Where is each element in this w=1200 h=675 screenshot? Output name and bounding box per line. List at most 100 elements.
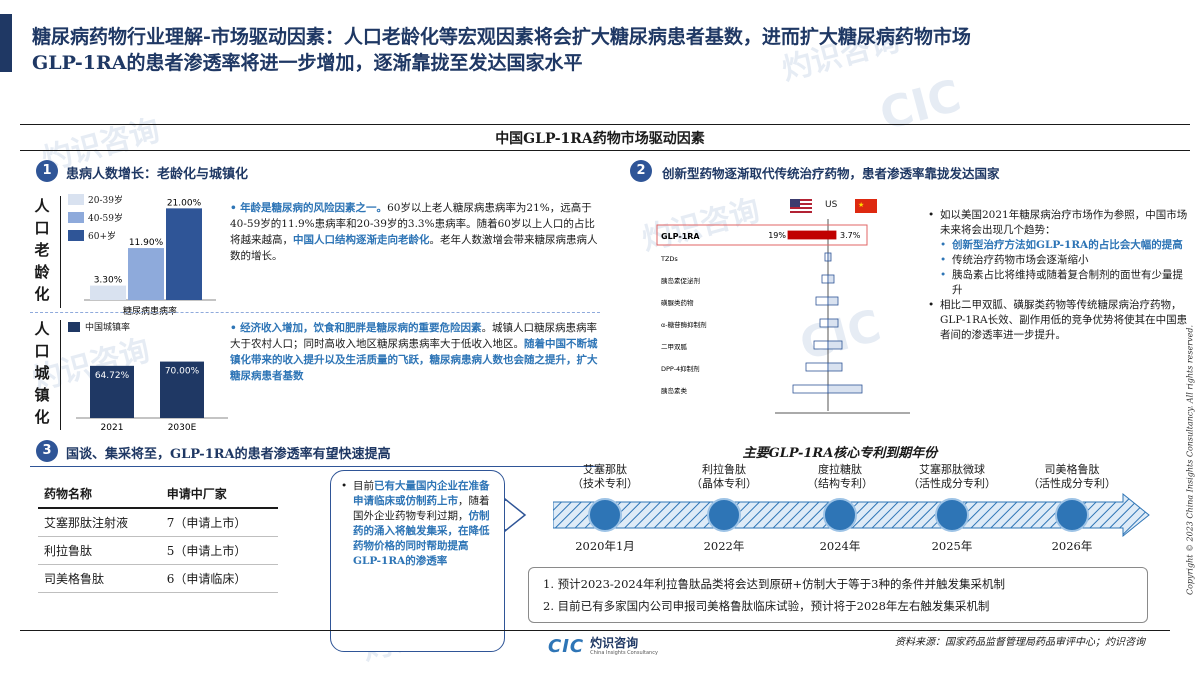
- timeline-drug: 度拉糖肽（结构专利）: [780, 463, 900, 491]
- label-char: 化: [34, 408, 50, 426]
- urban-divider: [60, 320, 61, 430]
- drug-applicant-table: 药物名称 申请中厂家 艾塞那肽注射液 7（申请上市） 利拉鲁肽 5（申请上市） …: [38, 480, 278, 593]
- legend-item: 40-59岁: [68, 210, 123, 225]
- label-char: 人: [34, 197, 50, 215]
- table-header-cell: 药物名称: [38, 480, 161, 509]
- patent-type: （技术专利）: [572, 477, 638, 490]
- bullet: •: [230, 202, 237, 214]
- body-text: 目前: [353, 480, 374, 492]
- us-bar: [787, 230, 829, 240]
- data-label: 70.00%: [165, 367, 200, 377]
- legend-swatch: [68, 212, 84, 223]
- table-cell: 6（申请临床）: [160, 564, 278, 593]
- us-bar: [821, 274, 829, 284]
- timeline-node: [935, 498, 969, 532]
- page-title-line1: 糖尿病药物行业理解-市场驱动因素：人口老龄化等宏观因素将会扩大糖尿病患者基数，进…: [32, 26, 971, 48]
- timeline-year: 2022年: [703, 539, 745, 553]
- label-char: 口: [34, 342, 50, 360]
- footer-rule: [20, 630, 1170, 631]
- label-char: 龄: [34, 263, 50, 281]
- logo-cn: 灼识咨询: [590, 635, 639, 650]
- aging-legend: 20-39岁 40-59岁 60+岁: [68, 192, 123, 243]
- label-char: 老: [34, 241, 50, 259]
- table-row: 利拉鲁肽 5（申请上市）: [38, 536, 278, 565]
- header: 糖尿病药物行业理解-市场驱动因素：人口老龄化等宏观因素将会扩大糖尿病患者基数，进…: [0, 0, 1200, 82]
- us-bar: [815, 296, 829, 306]
- logo-en: China Insights Consultancy: [590, 649, 658, 656]
- section3-title: 国谈、集采将至，GLP-1RA的患者渗透率有望快速提高: [66, 447, 391, 462]
- legend-swatch: [68, 230, 84, 241]
- table-cell: 7（申请上市）: [160, 508, 278, 537]
- bullet: •: [230, 322, 237, 334]
- timeline-drug: 利拉鲁肽（晶体专利）: [664, 463, 784, 491]
- us-bar: [805, 362, 829, 372]
- section3-callout: • 目前已有大量国内企业在准备申请临床或仿制药上市，随着国外企业药物专利过期，仿…: [330, 470, 505, 652]
- patent-type: （活性成分专利）: [908, 477, 996, 490]
- cn-bar: [827, 362, 843, 372]
- body-text: ，随着国外企业药物专利过期，: [353, 495, 490, 522]
- patent-type: （晶体专利）: [691, 477, 757, 490]
- cn-bar: [827, 230, 837, 240]
- bar-60+岁: [166, 208, 202, 300]
- highlight-text: 经济收入增加，饮食和肥胖是糖尿病的重要危险因素: [240, 322, 482, 334]
- header-accent-bar: [0, 14, 12, 72]
- us-label: US: [825, 200, 838, 210]
- bar-2030E: [160, 361, 204, 418]
- data-label: 19%: [768, 231, 786, 240]
- table-header-row: 药物名称 申请中厂家: [38, 480, 278, 509]
- tick-label: 2021: [101, 423, 124, 433]
- section1-title: 患病人数增长：老龄化与城镇化: [66, 167, 249, 182]
- data-label: 21.00%: [167, 198, 202, 208]
- us-bar: [824, 252, 829, 262]
- legend-swatch: [68, 321, 80, 332]
- data-label: 11.90%: [129, 238, 164, 248]
- us-bar: [813, 340, 829, 350]
- bar-40-59岁: [128, 248, 164, 300]
- x-axis-label: 糖尿病患病率: [123, 305, 177, 317]
- category-label: 磺脲类药物: [661, 298, 694, 307]
- drug-name: 艾塞那肽: [583, 463, 627, 476]
- timeline-node: [823, 498, 857, 532]
- us-flag-icon: [790, 198, 812, 213]
- bullet: •: [341, 480, 348, 492]
- timeline-year: 2025年: [931, 539, 973, 553]
- timeline-year: 2020年1月: [575, 539, 635, 553]
- callout-text: • 目前已有大量国内企业在准备申请临床或仿制药上市，随着国外企业药物专利过期，仿…: [341, 479, 494, 569]
- body-text: 传统治疗药物市场会逐渐缩小: [952, 254, 1089, 266]
- legend-label: 40-59岁: [88, 214, 123, 224]
- timeline-year: 2024年: [819, 539, 861, 553]
- logo-mark: CIC: [548, 636, 585, 657]
- bar-2021: [90, 365, 134, 418]
- section3-rule: [30, 466, 600, 467]
- main-title-rule: [20, 124, 1190, 125]
- sub-bullet-item: • 胰岛素占比将维持或随着复合制剂的面世有少量提升: [928, 268, 1188, 298]
- aging-divider: [60, 196, 61, 308]
- sub-bullet-item: • 创新型治疗方法如GLP-1RA的占比会大幅的提高: [928, 238, 1188, 253]
- timeline-node: [1055, 498, 1089, 532]
- table-row: 艾塞那肽注射液 7（申请上市）: [38, 508, 278, 537]
- legend-label: 20-39岁: [88, 196, 123, 206]
- category-label: TZDs: [660, 255, 678, 263]
- bullet: •: [928, 209, 935, 221]
- urban-vertical-label: 人 口 城 镇 化: [34, 318, 50, 428]
- tick-label: 2030E: [168, 423, 197, 433]
- timeline-year: 2026年: [1051, 539, 1093, 553]
- patent-type: （活性成分专利）: [1028, 477, 1116, 490]
- legend-item: 60+岁: [68, 228, 123, 243]
- page-title-line2: GLP-1RA的患者渗透率将进一步增加，逐渐靠拢至发达国家水平: [32, 52, 583, 74]
- us-bar: [792, 384, 829, 394]
- aging-text: • 年龄是糖尿病的风险因素之一。60岁以上老人糖尿病患病率为21%，远高于40-…: [230, 200, 600, 264]
- legend-swatch: [68, 194, 84, 205]
- body-text: 如以美国2021年糖尿病治疗市场作为参照，中国市场未来将会出现几个趋势：: [940, 209, 1188, 236]
- main-title-rule-bottom: [20, 150, 1190, 151]
- bullet-item: • 相比二甲双胍、磺脲类药物等传统糖尿病治疗药物，GLP-1RA长效、副作用低的…: [928, 298, 1188, 343]
- china-flag-icon: ★: [855, 198, 877, 213]
- timeline-drug: 艾塞那肽微球（活性成分专利）: [892, 463, 1012, 491]
- table-row: 司美格鲁肽 6（申请临床）: [38, 564, 278, 593]
- drug-name: 度拉糖肽: [818, 463, 862, 476]
- table-cell: 5（申请上市）: [160, 536, 278, 565]
- legend-label: 60+岁: [88, 232, 116, 242]
- highlight-text: 已有大量国内企业在准备申请临床或仿制药上市: [353, 480, 490, 507]
- urban-text: • 经济收入增加，饮食和肥胖是糖尿病的重要危险因素。城镇人口糖尿病患病率大于农村…: [230, 320, 600, 384]
